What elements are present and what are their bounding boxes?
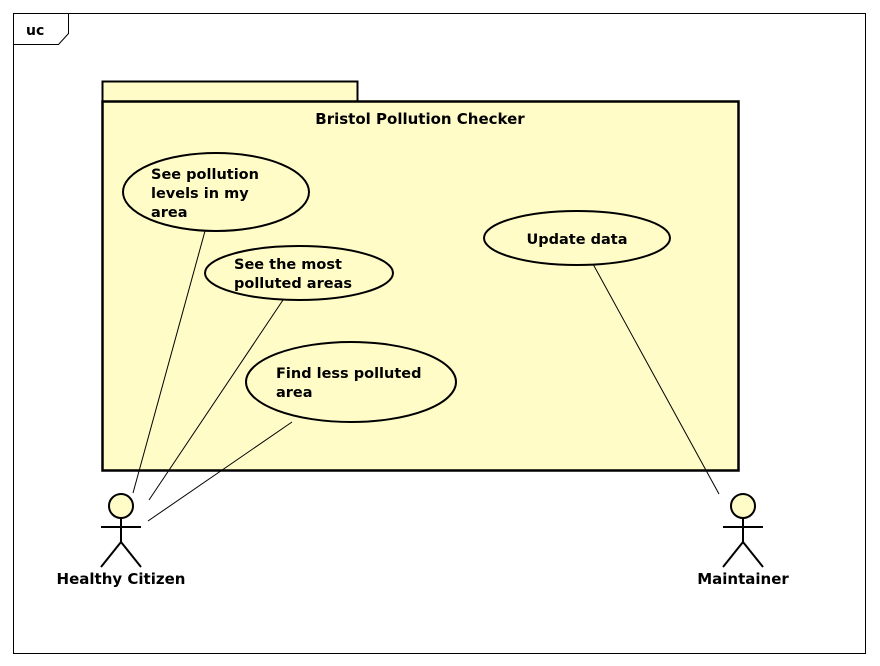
stick-figure-icon [100, 493, 142, 568]
package-tab [101, 80, 359, 103]
association-line [148, 299, 284, 501]
use-case-label-line: Update data [526, 232, 627, 248]
use-case-see-most-polluted[interactable]: See the most polluted areas [204, 245, 394, 301]
use-case-ellipse [245, 341, 457, 423]
stick-figure-icon [722, 493, 764, 568]
use-case-label-line: Find less polluted [276, 366, 422, 382]
association-line [132, 230, 206, 494]
actor-name: Maintainer [697, 570, 789, 588]
use-case-label-line: See pollution [151, 167, 259, 183]
use-case-label-line: area [276, 385, 313, 401]
actor-name: Healthy Citizen [57, 570, 186, 588]
use-case-label: Update data [526, 232, 627, 248]
package-title: Bristol Pollution Checker [315, 110, 525, 128]
use-case-label-line: area [151, 205, 188, 221]
associations [132, 230, 720, 522]
frame-tab [13, 13, 69, 45]
use-case-label-line: See the most [234, 257, 342, 273]
association-line [147, 421, 293, 522]
use-case-see-pollution-levels[interactable]: See pollution levels in my area [122, 152, 310, 232]
actor-healthy-citizen[interactable]: Healthy Citizen [57, 493, 186, 588]
use-case-ellipse [204, 245, 394, 301]
use-case-label-line: levels in my [151, 186, 249, 202]
actor-maintainer[interactable]: Maintainer [697, 493, 789, 588]
association-line [592, 263, 720, 495]
use-case-label: See the most polluted areas [234, 257, 352, 292]
use-case-ellipse [483, 210, 671, 266]
frame-label: uc [26, 23, 44, 39]
use-case-label: Find less polluted area [276, 366, 427, 401]
use-case-ellipse [122, 152, 310, 232]
use-case-label-line: polluted areas [234, 276, 352, 292]
use-case-update-data[interactable]: Update data [483, 210, 671, 266]
use-case-find-less-polluted[interactable]: Find less polluted area [245, 341, 457, 423]
use-case-label: See pollution levels in my area [151, 167, 264, 221]
